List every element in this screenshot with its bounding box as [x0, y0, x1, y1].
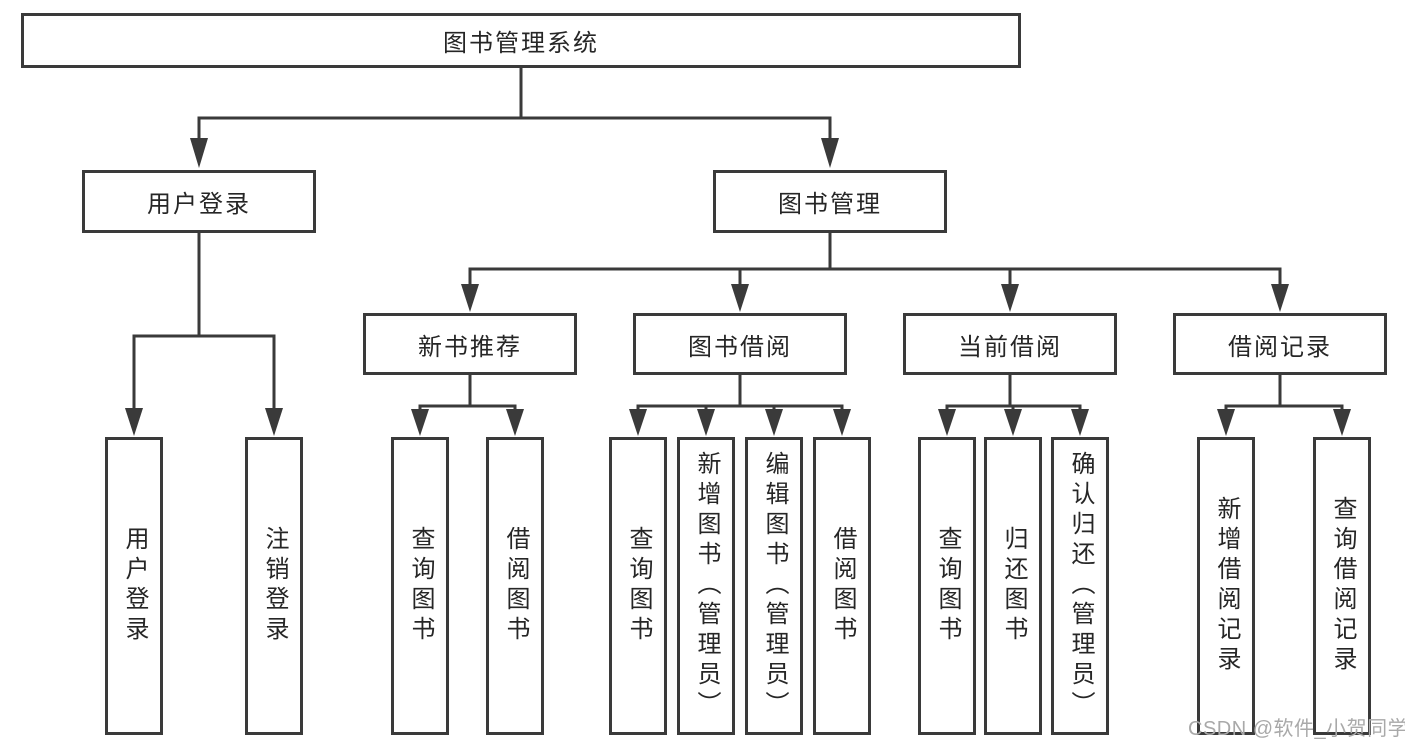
node-book-borrow: 图书借阅: [633, 313, 847, 375]
leaf-confirm-return-admin: 确认归还（管理员）: [1051, 437, 1109, 735]
leaf-logout-login: 注销登录: [245, 437, 303, 735]
node-label: 归还图书: [1000, 526, 1027, 646]
node-label: 当前借阅: [958, 333, 1062, 361]
node-label: 借阅图书: [829, 526, 856, 646]
leaf-borrow-books-recommend: 借阅图书: [486, 437, 544, 735]
node-user-login: 用户登录: [82, 170, 316, 233]
node-book-management: 图书管理: [713, 170, 947, 233]
node-new-book-recommend: 新书推荐: [363, 313, 577, 375]
connector-book-management-to-level2: [461, 233, 1289, 312]
connector-book-borrow-to-leaves: [629, 375, 851, 436]
connector-borrow-records-to-leaves: [1217, 375, 1351, 436]
node-label: 新增借阅记录: [1213, 496, 1240, 676]
leaf-query-books-recommend: 查询图书: [391, 437, 449, 735]
node-label: 新增图书（管理员）: [693, 451, 720, 721]
csdn-watermark: CSDN @软件_小贺同学: [1188, 718, 1405, 740]
connector-current-borrow-to-leaves: [938, 375, 1089, 436]
node-label: 查询图书: [934, 526, 961, 646]
leaf-query-borrow-record: 查询借阅记录: [1313, 437, 1371, 735]
leaf-query-books-borrow: 查询图书: [609, 437, 667, 735]
connector-new-book-recommend-to-leaves: [411, 375, 524, 436]
node-label: 图书管理系统: [443, 30, 599, 57]
node-label: 查询图书: [407, 526, 434, 646]
node-label: 借阅记录: [1228, 333, 1332, 361]
node-label: 编辑图书（管理员）: [761, 451, 788, 721]
leaf-add-books-admin: 新增图书（管理员）: [677, 437, 735, 735]
connector-user-login-to-leaves: [125, 233, 283, 436]
node-label: 查询借阅记录: [1329, 496, 1356, 676]
node-library-management-system: 图书管理系统: [21, 13, 1021, 68]
node-label: 借阅图书: [502, 526, 529, 646]
connector-root-to-level1: [190, 68, 839, 168]
node-label: 查询图书: [625, 526, 652, 646]
leaf-add-borrow-record: 新增借阅记录: [1197, 437, 1255, 735]
leaf-query-books-current: 查询图书: [918, 437, 976, 735]
node-current-borrow: 当前借阅: [903, 313, 1117, 375]
leaf-user-login: 用户登录: [105, 437, 163, 735]
leaf-edit-books-admin: 编辑图书（管理员）: [745, 437, 803, 735]
node-label: 用户登录: [121, 526, 148, 646]
node-label: 新书推荐: [418, 333, 522, 361]
node-borrow-records: 借阅记录: [1173, 313, 1387, 375]
node-label: 用户登录: [147, 191, 251, 218]
node-label: 注销登录: [261, 526, 288, 646]
leaf-return-books: 归还图书: [984, 437, 1042, 735]
node-label: 图书借阅: [688, 333, 792, 361]
node-label: 确认归还（管理员）: [1067, 451, 1094, 721]
leaf-borrow-books: 借阅图书: [813, 437, 871, 735]
node-label: 图书管理: [778, 191, 882, 218]
